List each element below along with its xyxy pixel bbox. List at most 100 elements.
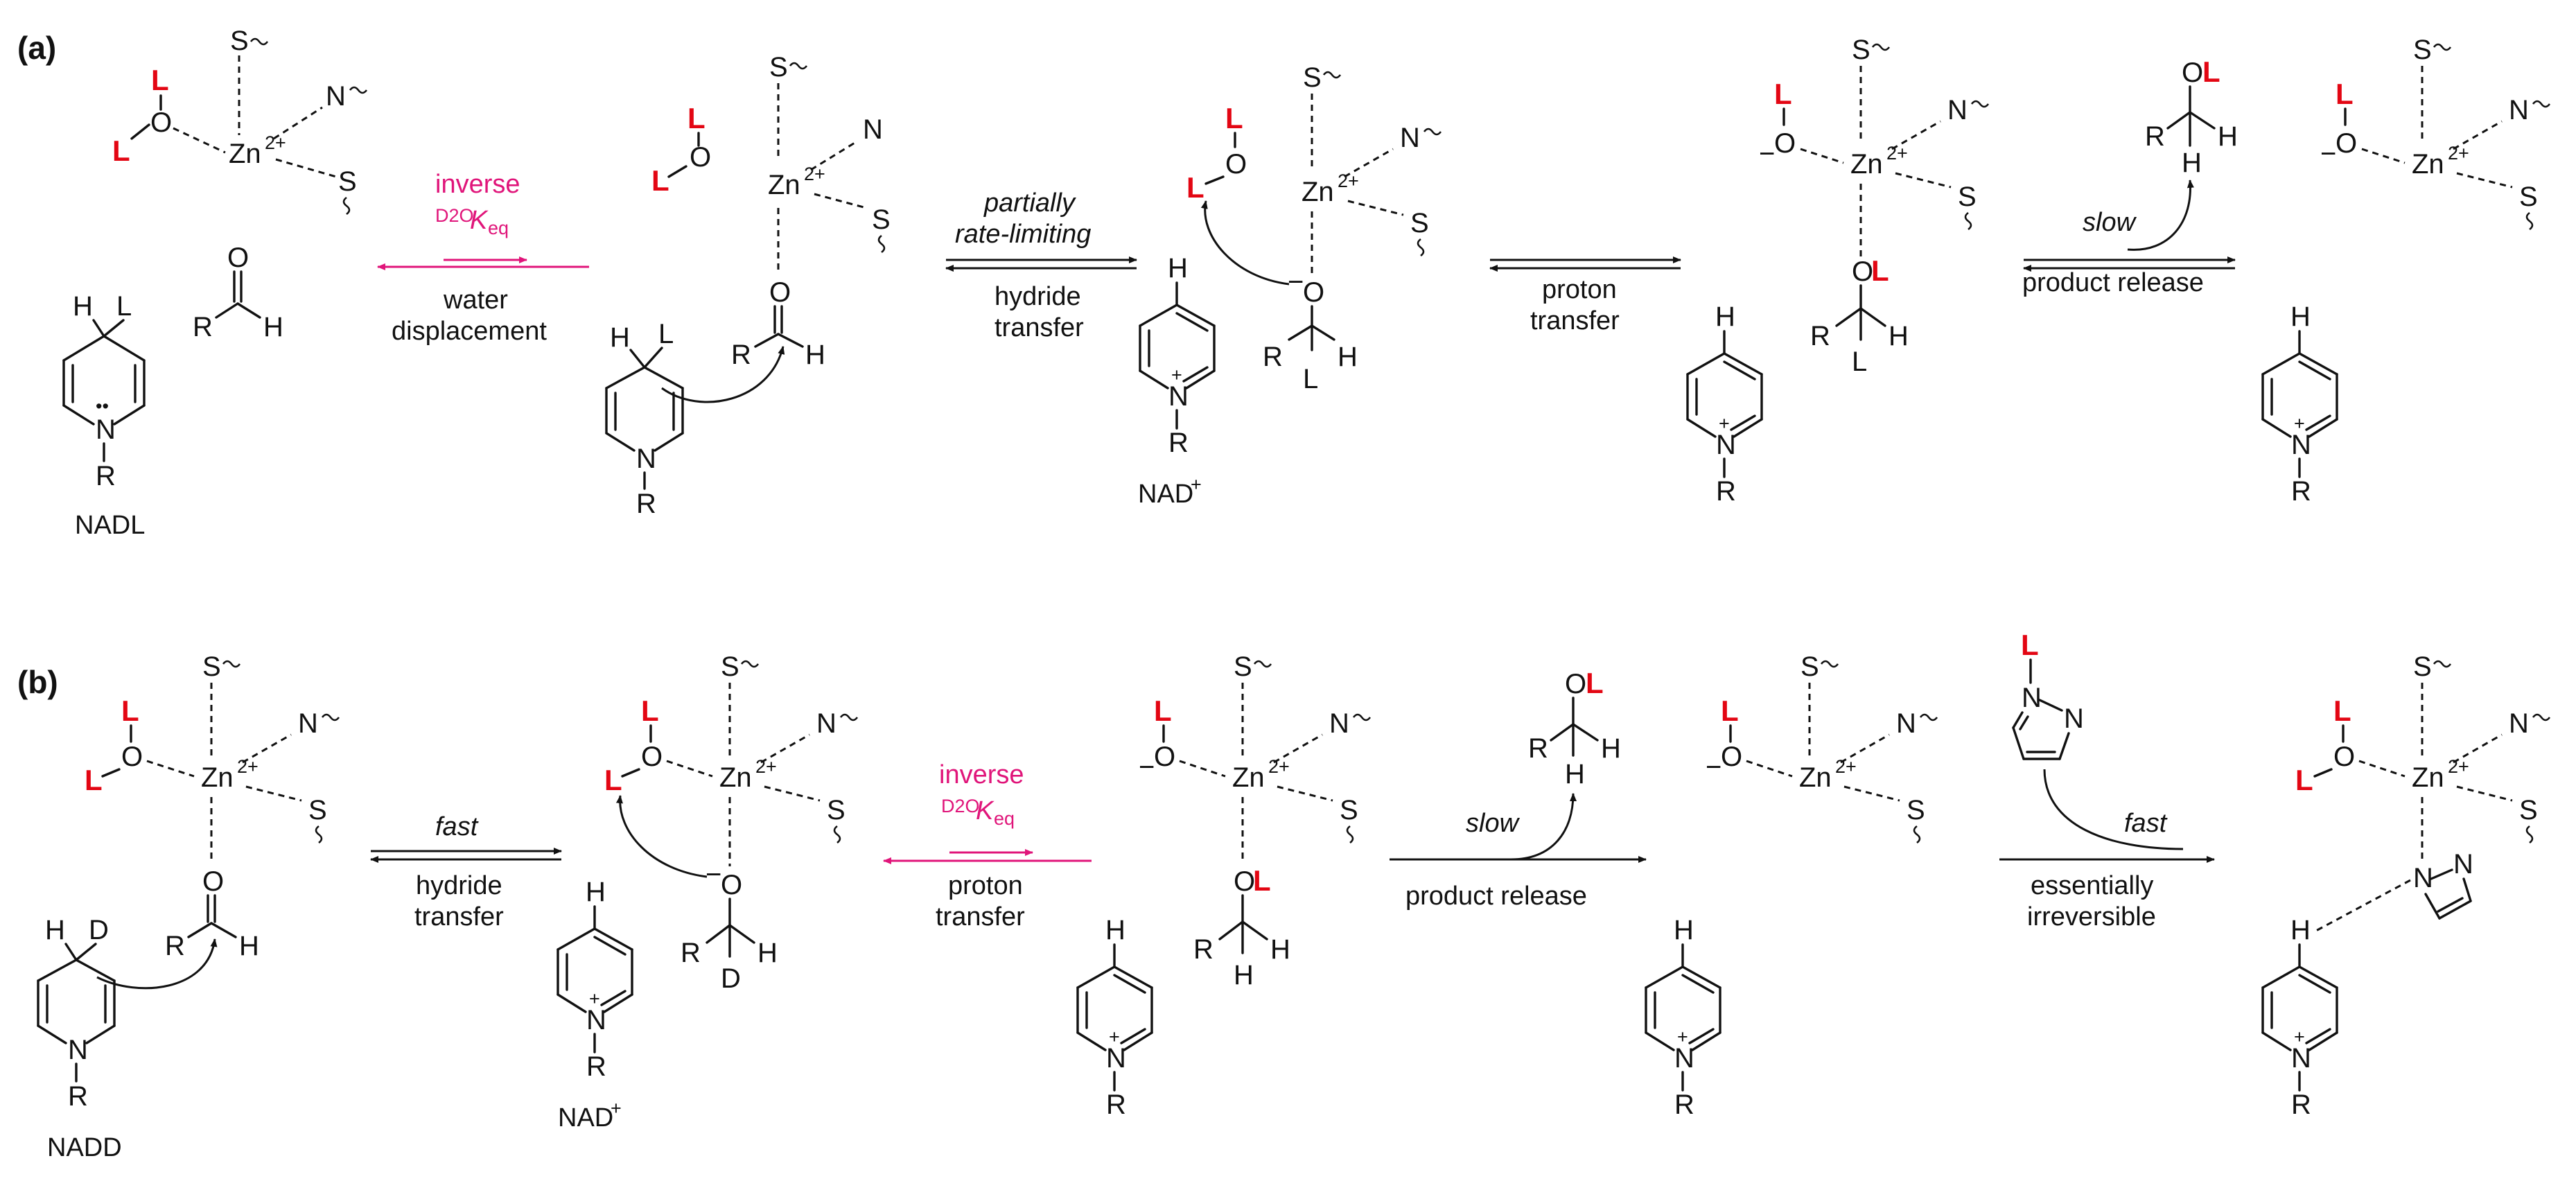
isotope-L: L [2336, 78, 2354, 110]
hydrogen-label: H [1565, 759, 1585, 789]
minus-charge: − [2320, 139, 2336, 169]
sulfur-label: S [2519, 795, 2538, 825]
nitrogen-label: N [326, 81, 346, 112]
hydrogen-label: H [805, 340, 825, 370]
nitrogen-label: N [636, 444, 656, 474]
isotope-L: L [1253, 864, 1271, 897]
step-label: hydride [416, 871, 502, 900]
sulfur-label: S [1852, 35, 1870, 65]
hydrogen-label: H [2290, 915, 2311, 945]
oxygen-label: O [2336, 128, 2357, 159]
oxygen-label: O [769, 277, 791, 308]
hydrogen-label: H [1674, 915, 1694, 945]
step-label: transfer [995, 313, 1084, 342]
step-annotation: rate-limiting [955, 220, 1091, 249]
panel-b: (b) S Zn 2+ N S L O L O R [17, 629, 2551, 1162]
hydrogen-label: H [586, 877, 606, 907]
oxygen-label: O [1565, 669, 1586, 699]
oxygen-label: O [721, 870, 742, 900]
sulfur-label: S [1303, 62, 1322, 93]
oxygen-label: O [2182, 58, 2203, 88]
a-nadl-cofactor: H L N •• R NADL [62, 291, 146, 540]
oxygen-label: O [1225, 149, 1247, 180]
r-group: R [636, 489, 656, 519]
zinc-label: Zn [1232, 762, 1265, 793]
hydrogen-label: H [263, 312, 283, 342]
b-zinc-water-complex: S Zn 2+ N S L O − H [1645, 651, 1938, 1120]
step-label: essentially [2031, 871, 2153, 900]
b-pyrazole-complex: S Zn 2+ N S L O L N N [2261, 651, 2551, 1120]
kie-subscript: eq [488, 218, 509, 238]
zinc-label: Zn [229, 139, 261, 169]
step-label: product release [2022, 268, 2204, 297]
kie-prefix: D2O [435, 205, 474, 226]
hydrogen-label: H [757, 938, 778, 968]
r-group: R [96, 461, 116, 491]
step-label: proton [948, 871, 1023, 900]
oxygen-label: O [121, 742, 143, 772]
r-group: R [1263, 342, 1283, 372]
isotope-L: L [151, 64, 169, 96]
plus-charge: + [2294, 1026, 2305, 1047]
hydrogen-label: H [239, 931, 259, 961]
step-label: transfer [1530, 306, 1620, 335]
sulfur-label: S [1958, 182, 1977, 212]
oxygen-label: O [202, 866, 224, 897]
oxygen-label: O [1774, 128, 1796, 159]
zinc-charge: 2+ [265, 132, 286, 153]
r-group: R [2291, 476, 2311, 507]
step-label: transfer [414, 902, 504, 931]
deuterium-label: D [721, 963, 741, 994]
hydrogen-label: H [610, 322, 630, 353]
isotope-L: L [687, 102, 706, 134]
nitrogen-label: N [1329, 708, 1349, 739]
isotope-L: L [2202, 55, 2220, 88]
step-label: hydride [995, 282, 1081, 311]
nitrogen-label: N [96, 414, 116, 445]
sulfur-label: S [827, 795, 845, 825]
a-regenerated-zinc-complex: S Zn 2+ N S L O − H [2261, 35, 2551, 507]
oxygen-label: O [641, 742, 663, 772]
r-group: R [1674, 1090, 1694, 1120]
hydrogen-label: H [1234, 960, 1254, 990]
oxygen-label: O [1234, 866, 1255, 897]
plus-charge: + [1109, 1026, 1120, 1047]
zinc-label: Zn [2412, 149, 2444, 180]
nadd-label: NADD [47, 1133, 122, 1162]
r-group: R [193, 312, 213, 342]
isotope-L: L [2333, 694, 2351, 727]
a-zinc-water-complex: S Zn 2+ N S O L L [112, 26, 368, 216]
zinc-label: Zn [201, 762, 234, 793]
nad-label: NAD [558, 1103, 613, 1132]
sulfur-label: S [1234, 651, 1252, 682]
b-step2-equilibrium: inverse D2O K eq proton transfer [883, 760, 1092, 931]
r-group: R [681, 938, 701, 968]
a-step4-equilibrium: O L R H H slow product release [2022, 55, 2238, 297]
nitrogen-label: N [2064, 703, 2084, 734]
deuterium-label: D [89, 915, 109, 945]
a-step2-equilibrium: partially rate-limiting hydride transfer [945, 189, 1137, 342]
r-group: R [1106, 1090, 1126, 1120]
nitrogen-label: N [2453, 849, 2473, 880]
hydrogen-label: H [2218, 121, 2238, 152]
isotope-L: L [1852, 347, 1867, 377]
sulfur-label: S [202, 651, 221, 682]
sulfur-label: S [1800, 651, 1819, 682]
hydrogen-label: H [1338, 342, 1358, 372]
b-ternary-complex: S Zn 2+ N S L O L O R H H [37, 651, 340, 1162]
a-step1-equilibrium: inverse D2O K eq water displacement [377, 170, 589, 346]
sulfur-label: S [2413, 35, 2432, 65]
oxygen-label: O [227, 243, 249, 273]
kie-subscript: eq [994, 808, 1015, 829]
step-label: displacement [392, 317, 547, 346]
sulfur-label: S [230, 26, 249, 56]
step-annotation: fast [435, 812, 479, 841]
hydrogen-label: H [1168, 253, 1188, 283]
a-zinc-alcohol-complex: S Zn 2+ N S L O − O L R H L [1686, 35, 1990, 507]
isotope-L: L [658, 319, 674, 349]
zinc-label: Zn [768, 170, 800, 200]
nad-charge: + [1191, 474, 1202, 495]
plus-charge: + [2294, 413, 2305, 434]
r-group: R [1810, 321, 1830, 351]
